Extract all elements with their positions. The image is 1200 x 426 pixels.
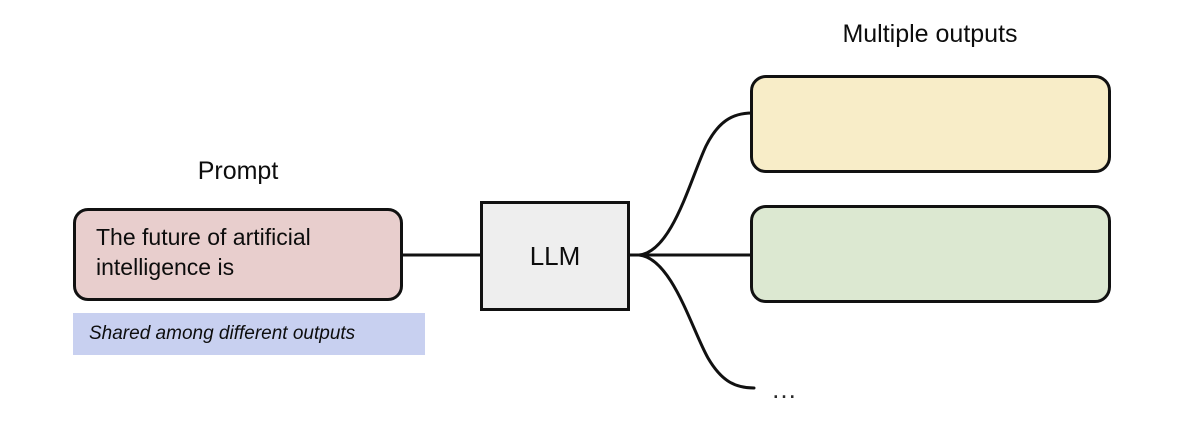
llm-model-label: LLM <box>529 240 581 271</box>
shared-note-text: Shared among different outputs <box>89 323 356 344</box>
output-box-2[interactable] <box>750 205 1111 303</box>
prompt-text: The future of artificial intelligence is <box>96 224 311 280</box>
more-outputs-ellipsis: … <box>771 374 799 404</box>
prompt-caption: Prompt <box>197 157 279 185</box>
outputs-caption: Multiple outputs <box>842 20 1018 48</box>
edge-llm-to-output-1 <box>637 111 754 257</box>
prompt-box[interactable]: The future of artificial intelligence is <box>73 208 403 301</box>
edge-llm-to-more-outputs <box>637 253 756 390</box>
llm-model-box[interactable]: LLM <box>480 201 630 311</box>
output-box-1[interactable] <box>750 75 1111 173</box>
shared-note-banner: Shared among different outputs <box>73 313 425 355</box>
